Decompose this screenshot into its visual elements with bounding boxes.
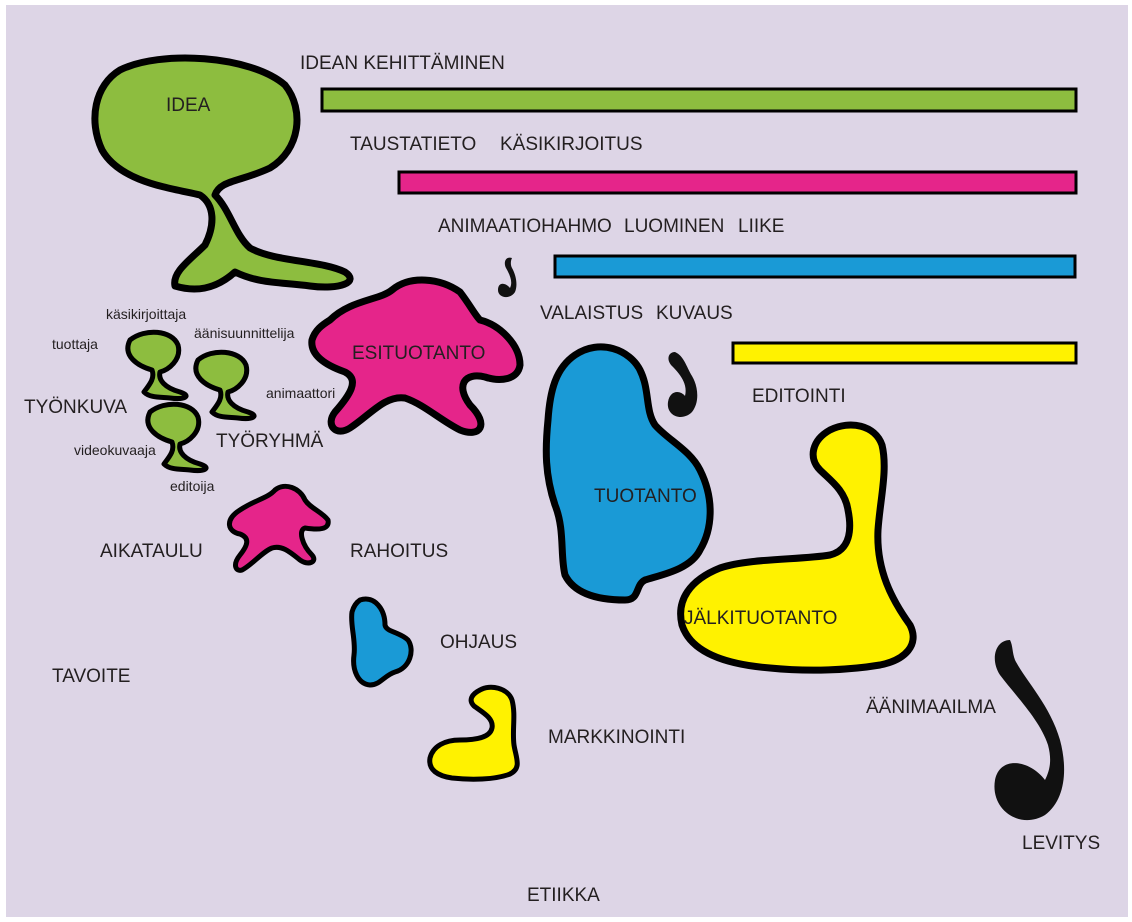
jalkituotanto-label: JÄLKITUOTANTO [684, 608, 837, 629]
liike-label: LIIKE [738, 216, 784, 237]
levitys-label: LEVITYS [1022, 833, 1100, 854]
aanimaailma-label: ÄÄNIMAAILMA [866, 697, 996, 718]
tavoite-label: TAVOITE [52, 666, 130, 687]
rahoitus-label: RAHOITUS [350, 541, 448, 562]
etiikka-label: ETIIKKA [527, 885, 600, 906]
valaistus-label: VALAISTUS [540, 303, 643, 324]
animaattori-label: animaattori [266, 385, 335, 401]
idea-bar [322, 89, 1076, 111]
animaatiohahmo-label: ANIMAATIOHAHMO [438, 216, 612, 237]
esituotanto-label: ESITUOTANTO [352, 343, 485, 364]
luominen-label: LUOMINEN [624, 216, 724, 237]
kasikirjoittaja-label: käsikirjoittaja [106, 306, 186, 322]
taustatieto-label: TAUSTATIETO [350, 134, 476, 155]
aikataulu-label: AIKATAULU [100, 541, 203, 562]
idea-bar-label: IDEAN KEHITTÄMINEN [300, 53, 505, 74]
tyonkuva-label: TYÖNKUVA [24, 397, 127, 418]
jalkituotanto-bar [733, 343, 1076, 363]
tuottaja-label: tuottaja [52, 336, 98, 352]
editointi-label: EDITOINTI [752, 386, 846, 407]
tuotanto-label: TUOTANTO [594, 486, 697, 507]
aanisuunnittelija-label: äänisuunnittelija [194, 325, 295, 341]
tyoryhma-label: TYÖRYHMÄ [216, 431, 324, 452]
esituotanto-bar [399, 172, 1076, 193]
markkinointi-label: MARKKINOINTI [548, 727, 685, 748]
editoija-label: editoija [170, 478, 215, 494]
kuvaus-label: KUVAUS [656, 303, 733, 324]
ohjaus-label: OHJAUS [440, 632, 517, 653]
videokuvaaja-label: videokuvaaja [74, 442, 156, 458]
kasikirjoitus-label: KÄSIKIRJOITUS [500, 134, 643, 155]
tuotanto-bar [555, 256, 1075, 277]
idea-label: IDEA [166, 95, 211, 116]
